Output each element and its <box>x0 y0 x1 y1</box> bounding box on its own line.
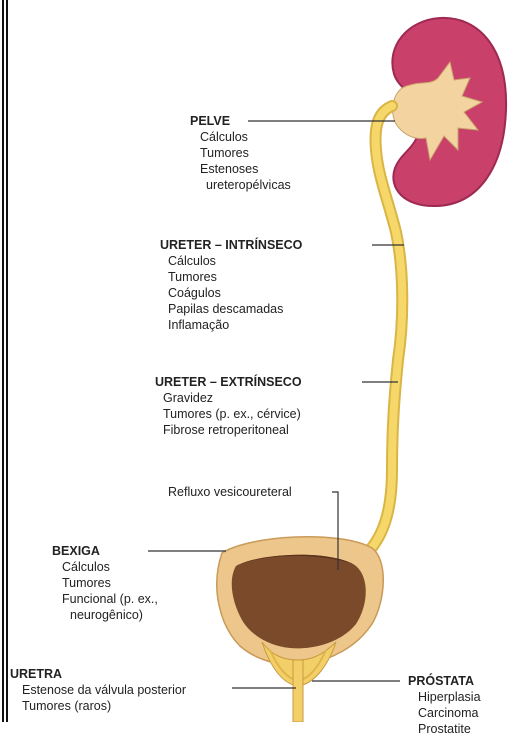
pelve-label-block: PELVE Cálculos Tumores Estenoses uretero… <box>190 113 291 193</box>
pelve-item: Tumores <box>190 145 291 161</box>
ureter-intrinseco-item: Papilas descamadas <box>160 301 302 317</box>
bexiga-title: BEXIGA <box>52 543 158 559</box>
uretra-item: Tumores (raros) <box>10 698 186 714</box>
ureter-extrinseco-title: URETER – EXTRÍNSECO <box>155 374 302 390</box>
urethra <box>293 660 303 722</box>
bexiga-item: Funcional (p. ex., <box>52 591 158 607</box>
ureter-extrinseco-item: Fibrose retroperitoneal <box>155 422 302 438</box>
prostata-title: PRÓSTATA <box>408 673 481 689</box>
uretra-title: URETRA <box>10 666 186 682</box>
pelve-item: ureteropélvicas <box>190 177 291 193</box>
refluxo-label: Refluxo vesicoureteral <box>168 484 292 500</box>
ureter-intrinseco-title: URETER – INTRÍNSECO <box>160 237 302 253</box>
pelve-title: PELVE <box>190 113 291 129</box>
ureter-intrinseco-item: Cálculos <box>160 253 302 269</box>
pelve-item: Cálculos <box>190 129 291 145</box>
ureter-extrinseco-block: URETER – EXTRÍNSECO Gravidez Tumores (p.… <box>155 374 302 438</box>
ureter-extrinseco-item: Gravidez <box>155 390 302 406</box>
ureter-extrinseco-item: Tumores (p. ex., cérvice) <box>155 406 302 422</box>
ureter-intrinseco-item: Inflamação <box>160 317 302 333</box>
ureter-intrinseco-item: Tumores <box>160 269 302 285</box>
prostata-item: Hiperplasia <box>408 689 481 705</box>
kidney <box>392 18 506 206</box>
uretra-item: Estenose da válvula posterior <box>10 682 186 698</box>
bexiga-item: neurogênico) <box>52 607 158 623</box>
bladder <box>217 537 383 665</box>
bexiga-item: Cálculos <box>52 559 158 575</box>
prostata-label-block: PRÓSTATA Hiperplasia Carcinoma Prostatit… <box>408 673 481 737</box>
ureter-intrinseco-item: Coágulos <box>160 285 302 301</box>
ureter-intrinseco-block: URETER – INTRÍNSECO Cálculos Tumores Coá… <box>160 237 302 333</box>
pelve-item: Estenoses <box>190 161 291 177</box>
uretra-label-block: URETRA Estenose da válvula posterior Tum… <box>10 666 186 714</box>
prostata-item: Carcinoma <box>408 705 481 721</box>
bexiga-item: Tumores <box>52 575 158 591</box>
prostata-item: Prostatite <box>408 721 481 737</box>
bexiga-label-block: BEXIGA Cálculos Tumores Funcional (p. ex… <box>52 543 158 623</box>
